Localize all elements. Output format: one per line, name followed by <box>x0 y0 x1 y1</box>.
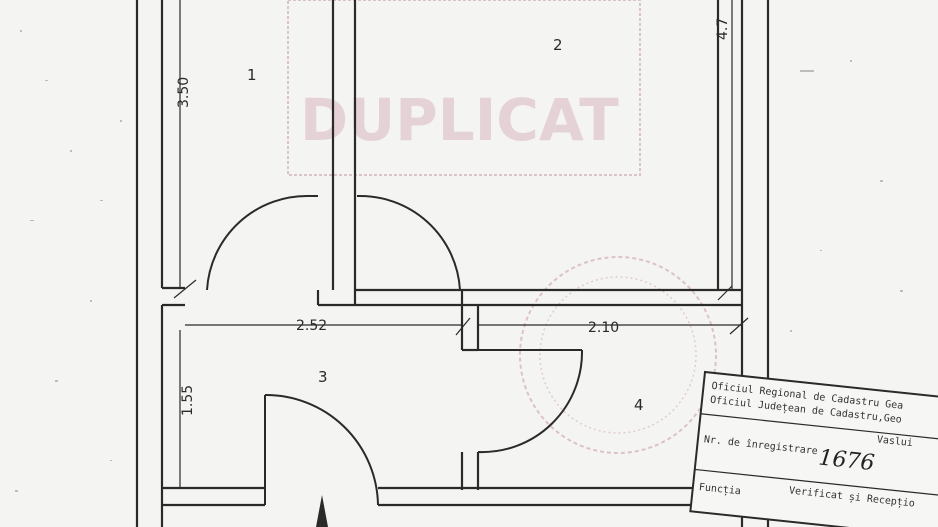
red-stamp-background: DUPLICAT <box>287 0 717 454</box>
registration-stamp: Oficiul Regional de Cadastru Gea Oficiul… <box>689 370 938 527</box>
room-3-label: 3 <box>318 368 328 386</box>
stamp-line-3: Vaslui <box>876 434 913 449</box>
stamp-reg-value: 1676 <box>817 445 875 476</box>
stamp-func-label: Funcția <box>698 482 741 497</box>
dimension-label: 1.55 <box>180 385 196 416</box>
dimension-label: 4.7 <box>715 18 731 40</box>
dimension-label: 2.10 <box>588 320 619 336</box>
scan-noise <box>15 30 903 492</box>
north-arrow <box>316 495 328 527</box>
room-4-label: 4 <box>634 396 644 414</box>
room-2-label: 2 <box>553 36 563 54</box>
dimension-label: 2.52 <box>296 318 327 334</box>
dimension-lines <box>173 0 749 488</box>
svg-text:DUPLICAT: DUPLICAT <box>300 86 619 154</box>
door-swings <box>206 194 584 506</box>
dimension-label: 3.50 <box>176 77 192 108</box>
room-1-label: 1 <box>247 66 257 84</box>
